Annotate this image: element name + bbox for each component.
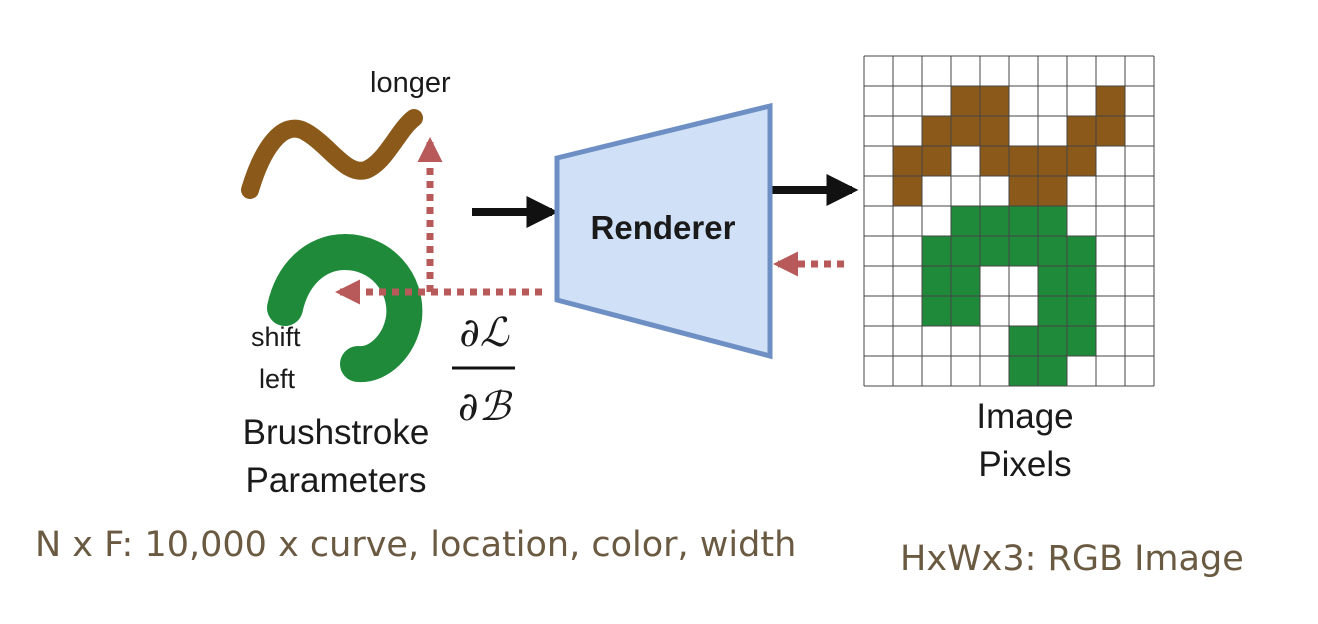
filled-pixel (1067, 116, 1096, 146)
brown-brushstroke (241, 109, 423, 199)
filled-pixel (1038, 266, 1067, 296)
filled-pixel (1067, 296, 1096, 326)
filled-pixel (1067, 146, 1096, 176)
filled-pixel (922, 146, 951, 176)
filled-pixel (1067, 326, 1096, 356)
filled-pixel (893, 176, 922, 206)
image-pixel-grid (863, 55, 1155, 387)
filled-pixel (980, 116, 1009, 146)
filled-pixel (922, 266, 951, 296)
filled-pixel (951, 266, 980, 296)
filled-pixel (1096, 86, 1125, 116)
left-label: left (259, 364, 296, 394)
filled-pixel (893, 146, 922, 176)
filled-pixel (980, 236, 1009, 266)
filled-pixel (1009, 206, 1038, 236)
longer-label: longer (370, 67, 451, 99)
pixels-label: Pixels (978, 445, 1071, 484)
renderer-block (554, 102, 773, 360)
filled-pixel (1009, 236, 1038, 266)
gradient-fraction: ∂ℒ ∂ℬ (452, 310, 515, 430)
filled-pixel (951, 206, 980, 236)
gradient-numerator: ∂ℒ (459, 310, 510, 356)
filled-pixel (1038, 176, 1067, 206)
green-brushstroke (267, 234, 423, 383)
image-label: Image (976, 397, 1073, 436)
filled-pixel (980, 86, 1009, 116)
filled-pixel (1038, 296, 1067, 326)
filled-pixel (1009, 146, 1038, 176)
filled-pixel (951, 86, 980, 116)
renderer-label: Renderer (591, 209, 736, 246)
filled-pixel (1038, 206, 1067, 236)
gradient-denominator: ∂ℬ (458, 384, 513, 430)
filled-pixel (1038, 236, 1067, 266)
left-caption: N x F: 10,000 x curve, location, color, … (35, 525, 796, 565)
filled-pixel (1009, 176, 1038, 206)
filled-pixel (951, 116, 980, 146)
filled-pixel (1096, 116, 1125, 146)
parameters-label: Parameters (246, 461, 427, 500)
filled-pixel (1038, 146, 1067, 176)
right-caption: HxWx3: RGB Image (900, 539, 1244, 579)
filled-pixel (1038, 326, 1067, 356)
filled-pixel (980, 206, 1009, 236)
filled-pixel (980, 146, 1009, 176)
filled-pixel (1067, 266, 1096, 296)
filled-pixel (1009, 356, 1038, 386)
filled-pixel (1009, 326, 1038, 356)
filled-pixel (951, 296, 980, 326)
filled-pixel (1067, 236, 1096, 266)
filled-pixel (922, 296, 951, 326)
filled-pixel (1038, 356, 1067, 386)
brushstroke-label: Brushstroke (243, 413, 430, 452)
filled-pixel (922, 236, 951, 266)
filled-pixel (922, 116, 951, 146)
filled-pixel (951, 236, 980, 266)
shift-label: shift (251, 322, 301, 352)
